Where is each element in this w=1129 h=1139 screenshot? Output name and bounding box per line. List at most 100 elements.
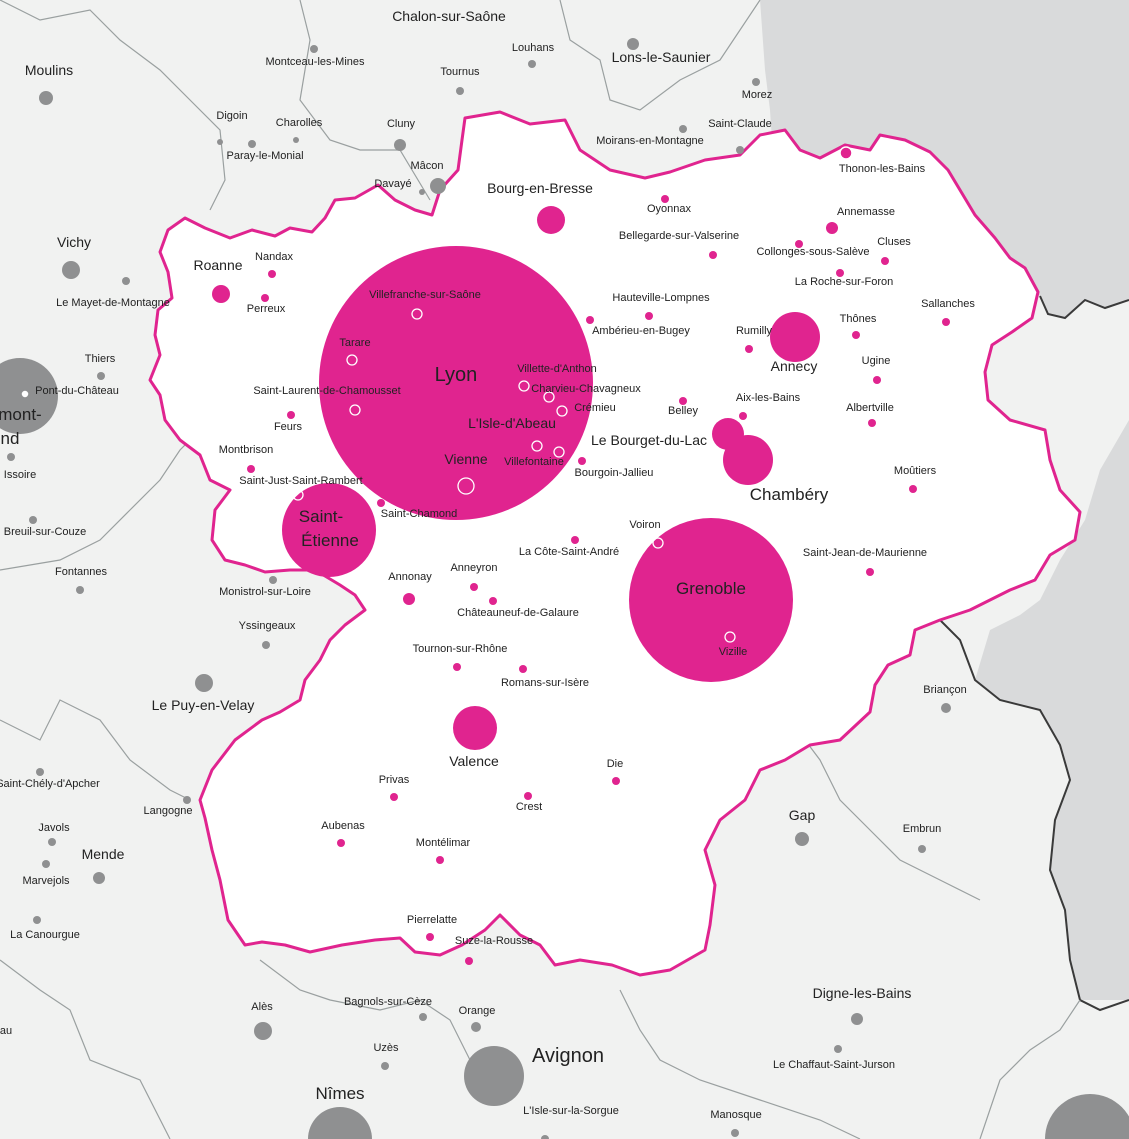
label-cremieu: Crémieu	[574, 402, 616, 414]
label-villette-d-anthon: Villette-d'Anthon	[517, 363, 597, 375]
city-marker-la-cote-saint-andre	[571, 536, 579, 544]
label-javols: Javols	[38, 822, 70, 834]
label-cluses: Cluses	[877, 236, 911, 248]
label-montceau-les-mines: Montceau-les-Mines	[265, 56, 365, 68]
city-marker-annecy	[770, 312, 820, 362]
city-marker-amberieu-en-bugey	[586, 316, 594, 324]
city-marker-cluses	[881, 257, 889, 265]
city-marker-lyon	[319, 246, 593, 520]
city-marker-aubenas	[337, 839, 345, 847]
city-marker-villette-d-anthon	[518, 380, 530, 392]
label-bourgoin-jallieu: Bourgoin-Jallieu	[575, 467, 654, 479]
city-marker-langogne	[183, 796, 191, 804]
city-marker-chateauneuf-de-galaure	[489, 597, 497, 605]
place-labels: Chalon-sur-SaôneLouhansLons-le-SaunierMo…	[0, 8, 975, 1121]
label-bagnols-sur-ceze: Bagnols-sur-Cèze	[344, 996, 432, 1008]
city-marker-collonges-sous-saleve	[795, 240, 803, 248]
city-marker-montelimar	[436, 856, 444, 864]
label-amberieu-en-bugey: Ambérieu-en-Bugey	[592, 325, 690, 337]
city-marker-rumilly	[745, 345, 753, 353]
city-marker-thones	[852, 331, 860, 339]
city-marker-montbrison	[247, 465, 255, 473]
label-cluny: Cluny	[387, 118, 416, 130]
city-marker-marvejols	[42, 860, 50, 868]
city-marker-avignon	[464, 1046, 524, 1106]
label-nd: nd	[1, 429, 20, 448]
label-saint: Saint-	[299, 507, 343, 526]
label-lyon: Lyon	[435, 364, 478, 386]
label-saint-laurent-de-chamousset: Saint-Laurent-de-Chamousset	[253, 385, 400, 397]
label-romans-sur-isere: Romans-sur-Isère	[501, 677, 589, 689]
label-albertville: Albertville	[846, 402, 894, 414]
label-oyonnax: Oyonnax	[647, 203, 692, 215]
city-marker-vienne	[457, 477, 475, 495]
label-la-roche-sur-foron: La Roche-sur-Foron	[795, 276, 893, 288]
label-marvejols: Marvejols	[22, 875, 70, 887]
label-uzes: Uzès	[373, 1042, 399, 1054]
label-aix-les-bains: Aix-les-Bains	[736, 392, 801, 404]
label-avignon: Avignon	[532, 1045, 604, 1067]
label-breuil-sur-couze: Breuil-sur-Couze	[4, 526, 87, 538]
label-moulins: Moulins	[25, 62, 73, 78]
label-mende: Mende	[82, 846, 125, 862]
city-marker-orange	[471, 1022, 481, 1032]
city-marker-breuil-sur-couze	[29, 516, 37, 524]
label-moirans-en-montagne: Moirans-en-Montagne	[596, 135, 704, 147]
city-marker-l-isle-d-abeau	[531, 440, 543, 452]
city-marker-briancon	[941, 703, 951, 713]
label-le-puy-en-velay: Le Puy-en-Velay	[152, 697, 255, 713]
label-die: Die	[607, 758, 624, 770]
city-marker-cluny	[394, 139, 406, 151]
city-marker-le-mayet-de-montagne	[122, 277, 130, 285]
label-monistrol-sur-loire: Monistrol-sur-Loire	[219, 586, 311, 598]
label-au: au	[0, 1025, 12, 1037]
label-gap: Gap	[789, 807, 816, 823]
city-marker-villefranche-sur-saone	[411, 308, 423, 320]
city-marker-issoire	[7, 453, 15, 461]
city-marker-sallanches	[942, 318, 950, 326]
city-marker-charvieu-chavagneux	[543, 391, 555, 403]
label-etienne: Étienne	[301, 531, 359, 550]
city-marker-tournus	[456, 87, 464, 95]
city-marker-lons-le-saunier	[627, 38, 639, 50]
label-saint-chely-d-apcher: Saint-Chély-d'Apcher	[0, 778, 100, 790]
label-valence: Valence	[449, 753, 499, 769]
label-louhans: Louhans	[512, 42, 555, 54]
city-marker-la-canourgue	[33, 916, 41, 924]
national-borders	[939, 295, 1129, 1012]
label-chalon-sur-saone: Chalon-sur-Saône	[392, 8, 506, 24]
city-marker-ugine	[873, 376, 881, 384]
label-tournon-sur-rhone: Tournon-sur-Rhône	[413, 643, 508, 655]
label-la-cote-saint-andre: La Côte-Saint-André	[519, 546, 619, 558]
city-marker-voiron	[652, 537, 664, 549]
city-marker-bourgoin-jallieu	[578, 457, 586, 465]
label-saint-just-saint-rambert: Saint-Just-Saint-Rambert	[239, 475, 363, 487]
city-marker-saint-jean-de-maurienne	[866, 568, 874, 576]
city-marker-crest	[524, 792, 532, 800]
city-marker-vizille	[724, 631, 736, 643]
label-chateauneuf-de-galaure: Châteauneuf-de-Galaure	[457, 607, 579, 619]
label-lons-le-saunier: Lons-le-Saunier	[612, 49, 711, 65]
label-saint-chamond: Saint-Chamond	[381, 508, 457, 520]
city-marker-bourg-en-bresse	[537, 206, 565, 234]
label-vienne: Vienne	[444, 451, 488, 467]
label-charolles: Charolles	[276, 117, 323, 129]
label-ales: Alès	[251, 1001, 273, 1013]
city-marker-marseille	[1045, 1094, 1129, 1139]
label-saint-jean-de-maurienne: Saint-Jean-de-Maurienne	[803, 547, 927, 559]
label-briancon: Briançon	[923, 684, 966, 696]
label-charvieu-chavagneux: Charvieu-Chavagneux	[531, 383, 641, 395]
label-le-bourget-du-lac: Le Bourget-du-Lac	[591, 432, 707, 448]
city-marker-davaye	[419, 189, 425, 195]
city-marker-cremieu	[556, 405, 568, 417]
label-crest: Crest	[516, 801, 542, 813]
city-marker-mende	[93, 872, 105, 884]
label-moutiers: Moûtiers	[894, 465, 937, 477]
city-marker-embrun	[918, 845, 926, 853]
label-le-chaffaut-saint-jurson: Le Chaffaut-Saint-Jurson	[773, 1059, 895, 1071]
city-marker-oyonnax	[661, 195, 669, 203]
city-marker-l-isle-sur-la-sorgue	[541, 1135, 549, 1139]
label-rumilly: Rumilly	[736, 325, 773, 337]
label-issoire: Issoire	[4, 469, 36, 481]
city-marker-le-puy-en-velay	[195, 674, 213, 692]
